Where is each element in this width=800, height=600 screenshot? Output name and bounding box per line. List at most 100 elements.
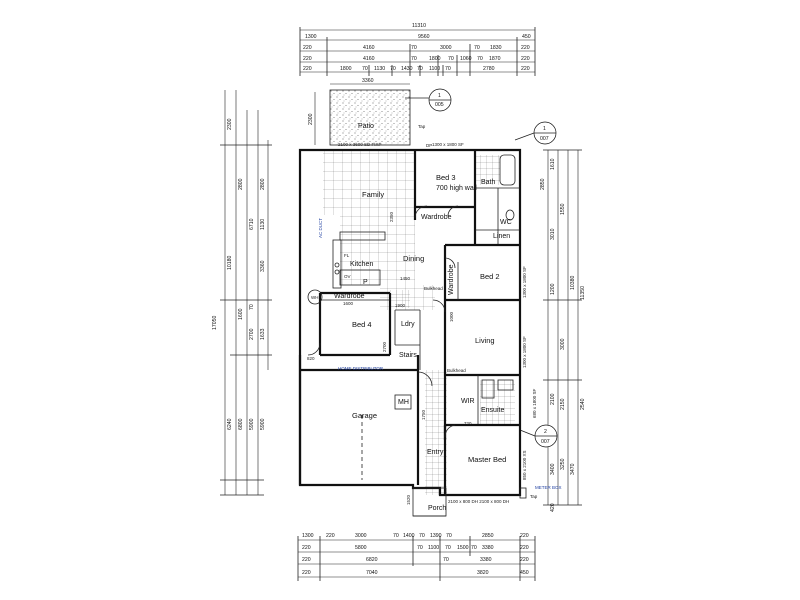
dim-bot-2a: 220 [302,545,311,551]
patio-label: Patio [358,123,374,130]
dim-top-4a: 220 [303,66,312,72]
dim-left-u1: 2800 [238,178,244,190]
room-garage: Garage [352,411,377,420]
dim-left-u5: 2800 [260,178,266,190]
svg-text:1: 1 [438,93,441,99]
window-labels: 1300 x 1800 SF 1300 x 1800 SF 1300 x 180… [307,124,537,505]
dim-left-m1: 70 [249,304,255,310]
dim-bot-2h: 3380 [482,545,494,551]
dim-1000: 1000 [449,311,454,322]
dim-left-u0: 2300 [227,118,233,130]
room-porch: Porch [428,505,446,512]
room-linen: Linen [493,233,510,240]
living-window-label: 1300 x 1800 SF [522,336,527,368]
dim-top-4c: 70 [362,66,368,72]
dim-bot-1f: 70 [419,533,425,539]
dim-2350: 2350 [389,211,394,222]
dim-right-u1: 2850 [540,178,546,190]
dim-bot-1a: 1300 [302,533,314,539]
room-kitchen: Kitchen [350,261,373,268]
dim-right-u3: 3010 [550,228,556,240]
room-bed3: Bed 3 [436,173,456,182]
dim-bot-2e: 70 [445,545,451,551]
master-window-label: 850 x 2100 XS [522,450,527,480]
room-ensuite: Ensuite [481,407,504,414]
room-dining: Dining [403,254,424,263]
dim-left-l1: 6800 [238,418,244,430]
dim-top-4g: 70 [417,66,423,72]
dim-top-1a: 1300 [305,34,317,40]
room-bed2: Bed 2 [480,272,500,281]
dim-right-overall: 11350 [580,286,586,300]
dim-left-u6: 3360 [260,260,266,272]
dim-bot-2g: 70 [471,545,477,551]
dim-1520: 1520 [406,494,411,505]
dim-top-3i: 220 [521,56,530,62]
dim-right-u0: 1610 [550,158,556,170]
dim-top-4h: 1100 [429,66,440,72]
dim-bot-1h: 70 [446,533,452,539]
dim-1600: 1600 [343,301,354,306]
bulkhead-label-2: Bulkhead [447,368,466,373]
dim-bot-3c: 70 [443,557,449,563]
dim-top-4j: 2780 [483,66,495,72]
section-marker-2-007: 2 007 [519,424,558,448]
dim-left-u4: 1130 [260,219,266,230]
room-entry: Entry [427,449,444,456]
dim-top-4k: 220 [521,66,530,72]
room-stairs: Stairs [399,352,417,359]
dim-bot-3b: 6820 [366,557,378,563]
dim-2700: 2700 [382,341,387,352]
dim-top-2e: 70 [474,45,480,51]
room-wardrobe-bed2: Wardrobe [448,264,455,295]
dim-top-1b: 9560 [418,34,430,40]
dim-right-l0: 2100 [550,393,556,405]
dim-bot-2c: 70 [417,545,423,551]
tap-top-label: Tap [418,124,426,129]
dim-left-m0: 1600 [238,308,244,320]
room-labels: Family Bed 3 700 high wall Bath WC Linen… [311,173,562,512]
fl-label: FL [344,253,350,258]
bed3-note: 700 high wall [436,185,477,192]
dim-right-l4: 3400 [550,463,556,475]
dp-label: DP [426,143,432,148]
dim-left-u3: 10180 [227,255,233,270]
dim-top-2b: 4160 [363,45,375,51]
dim-top-3b: 4160 [363,56,375,62]
dim-bot-4a: 220 [302,570,311,576]
meter-box-label: METER BOX [535,485,562,490]
patio-depth-dim: 2300 [308,113,314,125]
dim-top-3d: 1800 [429,56,441,62]
ac-duct-label: AC DUCT [318,218,323,238]
dim-top-3g: 70 [477,56,483,62]
patio-width-dim: 3360 [362,78,374,84]
dim-right-l3: 3250 [560,458,566,470]
dim-right-l5: 3470 [570,463,576,475]
dim-top-2f: 1830 [490,45,502,51]
left-dimensions: 17050 2300 2800 6710 10180 1130 2800 336… [212,90,272,496]
ensuite-window-label: 680 x 1800 SF [532,388,537,418]
dim-top-overall: 11310 [412,23,426,29]
svg-text:005: 005 [435,102,444,108]
dim-top-4i: 70 [445,66,451,72]
room-bath: Bath [481,179,496,186]
dim-bot-2b: 5800 [355,545,367,551]
right-dimensions: 1610 2850 1550 3010 10380 3000 1200 1135… [540,149,586,512]
room-mh: MH [398,399,409,406]
room-laundry: Ldry [401,321,415,328]
pantry-p-label: P [363,279,368,286]
dim-top-3c: 70 [411,56,417,62]
dim-left-u2: 6710 [249,218,255,230]
dim-top-1c: 450 [522,34,531,40]
svg-text:1: 1 [543,126,546,132]
dim-right-u5: 3000 [560,338,566,350]
svg-text:2: 2 [544,429,547,435]
home-distributor-label: HOME DISTRIBUTOR [338,366,384,371]
dim-1450: 1450 [400,276,411,281]
dim-left-m2: 2700 [249,328,255,340]
dim-bot-3e: 220 [520,557,529,563]
dim-top-4f: 1430 [401,66,413,72]
dim-bot-3d: 3380 [480,557,492,563]
svg-text:007: 007 [540,136,549,142]
bulkhead-label-1: Bulkhead [424,286,443,291]
